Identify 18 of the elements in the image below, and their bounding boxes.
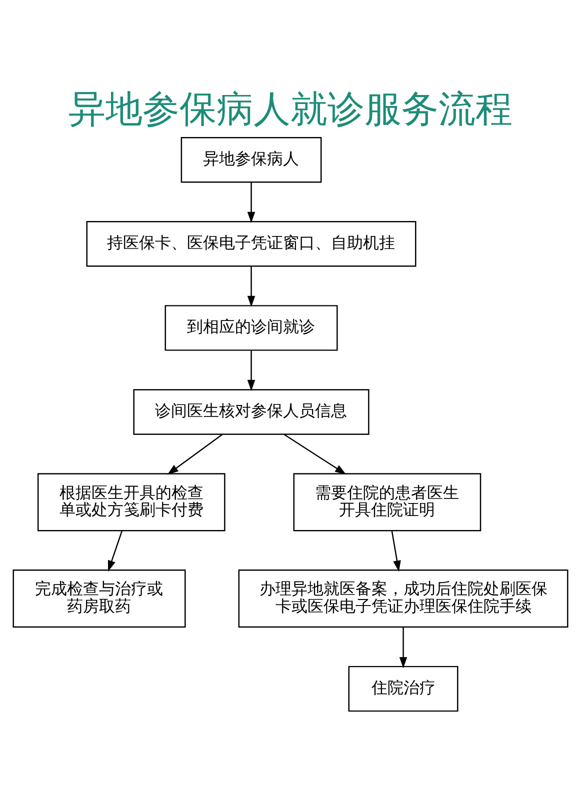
arrow	[167, 434, 223, 475]
arrow	[399, 627, 408, 668]
node-box: 办理异地就医备案，成功后住院处刷医保卡或医保电子凭证办理医保住院手续	[238, 570, 568, 628]
diagram-title: 异地参保病人就诊服务流程	[68, 88, 512, 131]
node-box: 持医保卡、医保电子凭证窗口、自助机挂	[86, 221, 416, 267]
node-box: 住院治疗	[348, 666, 458, 712]
arrow	[247, 350, 256, 392]
node-box: 到相应的诊间就诊	[164, 305, 338, 351]
arrow	[391, 531, 401, 572]
arrow	[247, 182, 256, 223]
node-box: 异地参保病人	[180, 137, 322, 183]
arrow	[247, 266, 256, 307]
node-box: 根据医生开具的检查单或处方笺刷卡付费	[37, 473, 226, 532]
arrow	[284, 434, 346, 474]
node-box: 需要住院的患者医生开具住院证明	[293, 473, 482, 532]
node-box: 完成检查与治疗或药房取药	[12, 570, 186, 628]
node-box: 诊间医生核对参保人员信息	[133, 389, 370, 435]
arrow	[108, 530, 122, 572]
